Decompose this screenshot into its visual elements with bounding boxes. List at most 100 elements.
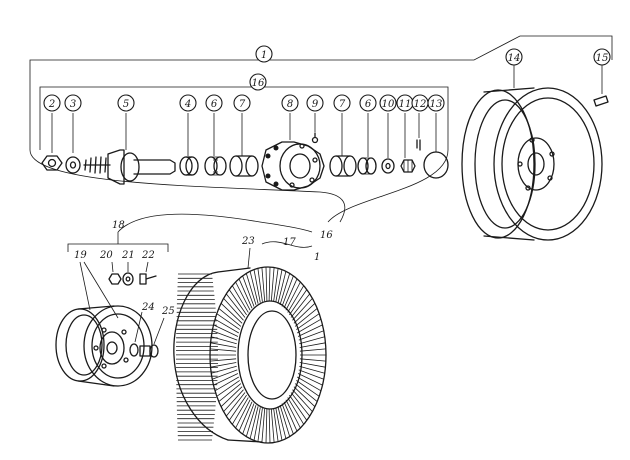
tread-line <box>298 330 324 341</box>
tread-line <box>294 308 318 327</box>
callout-7-left: 7 <box>233 94 251 112</box>
tread-line <box>296 318 322 334</box>
svg-text:15: 15 <box>596 53 609 64</box>
svg-text:6: 6 <box>365 99 372 110</box>
callout-7-right: 7 <box>333 94 351 112</box>
leader-16-lower <box>29 149 449 223</box>
tread-line <box>242 403 255 435</box>
tread-line <box>287 285 305 313</box>
tread-line <box>287 397 305 425</box>
tread-line <box>279 404 291 437</box>
callout-11: 11 <box>396 94 414 112</box>
tread-line <box>220 386 243 407</box>
tread-line <box>257 268 263 302</box>
tread-line <box>253 269 261 303</box>
tread-line <box>223 389 244 412</box>
tread-line <box>228 394 247 421</box>
tread-line <box>265 267 268 302</box>
svg-text:8: 8 <box>287 99 293 110</box>
tread-line <box>214 376 240 392</box>
tread-line <box>270 267 275 302</box>
tread-line <box>235 281 251 311</box>
bracket-18 <box>67 232 169 252</box>
tread-line <box>293 386 316 407</box>
part-15-valve-stem <box>593 64 609 107</box>
svg-text:4: 4 <box>184 99 191 110</box>
callout-4: 4 <box>179 94 197 112</box>
tread-line <box>299 336 325 345</box>
tread-line <box>283 401 298 432</box>
tread-line <box>213 324 239 337</box>
svg-text:23: 23 <box>241 236 255 247</box>
callout-14: 14 <box>505 48 523 66</box>
svg-text:16: 16 <box>252 78 265 89</box>
tread-line <box>220 303 243 324</box>
callout-20: 20 <box>99 250 113 261</box>
part-22-bolt <box>139 261 157 285</box>
tread-line <box>277 406 287 439</box>
tread-line <box>292 389 313 412</box>
callout-23: 23 <box>241 236 255 247</box>
part-23-tire <box>173 247 327 444</box>
svg-text:7: 7 <box>239 99 246 110</box>
tread-line <box>245 404 257 437</box>
svg-text:5: 5 <box>123 99 129 110</box>
svg-text:22: 22 <box>141 250 155 261</box>
tread-line <box>265 408 268 443</box>
tread-line <box>299 362 326 368</box>
tread-line <box>296 380 320 397</box>
tread-line <box>296 376 322 392</box>
tread-line <box>212 369 238 380</box>
svg-text:24: 24 <box>141 302 155 313</box>
svg-text:25: 25 <box>161 306 175 317</box>
callout-12: 12 <box>411 94 429 112</box>
tread-line <box>283 278 298 309</box>
tread-line <box>281 275 294 307</box>
tread-line <box>298 369 324 380</box>
tread-line <box>253 407 261 441</box>
tread-line <box>281 403 294 435</box>
tread-line <box>228 289 247 316</box>
tread-line <box>238 278 253 309</box>
tread-line <box>231 397 249 425</box>
callout-9: 9 <box>306 94 324 112</box>
tread-line <box>297 373 323 386</box>
tread-line <box>299 342 326 348</box>
tread-line <box>212 330 238 341</box>
tread-line <box>275 269 283 303</box>
tread-line <box>299 365 325 374</box>
tread-line <box>257 408 263 442</box>
part-3-washer <box>65 113 81 174</box>
tread-line <box>261 267 266 302</box>
tread-line <box>268 267 271 302</box>
callout-19: 19 <box>74 250 87 261</box>
tread-line <box>293 303 316 324</box>
callout-3: 3 <box>64 94 82 112</box>
tread-line <box>225 392 246 417</box>
tread-line <box>261 408 266 443</box>
callout-18: 18 <box>112 220 125 231</box>
svg-text:14: 14 <box>508 53 521 64</box>
tread-line <box>210 348 237 352</box>
svg-text:1: 1 <box>314 252 320 263</box>
callout-15: 15 <box>593 48 611 66</box>
svg-text:1: 1 <box>261 50 267 61</box>
tread-line <box>299 358 326 362</box>
part-20-lug-nut <box>108 261 122 285</box>
group-bracket-1 <box>29 35 613 150</box>
tread-line <box>218 383 242 402</box>
tread-line <box>249 271 259 304</box>
tread-line <box>216 380 240 397</box>
callout-1: 1 <box>255 45 273 63</box>
callout-25: 25 <box>161 306 175 317</box>
svg-text:18: 18 <box>112 220 125 231</box>
svg-text:11: 11 <box>399 99 412 110</box>
tread-line <box>214 318 240 334</box>
tread-line <box>245 273 257 306</box>
tread-line <box>285 281 301 311</box>
part-14-wheel-rim <box>461 64 603 241</box>
part-6-bearing-right <box>357 113 377 175</box>
part-7-cup-right <box>329 113 357 177</box>
